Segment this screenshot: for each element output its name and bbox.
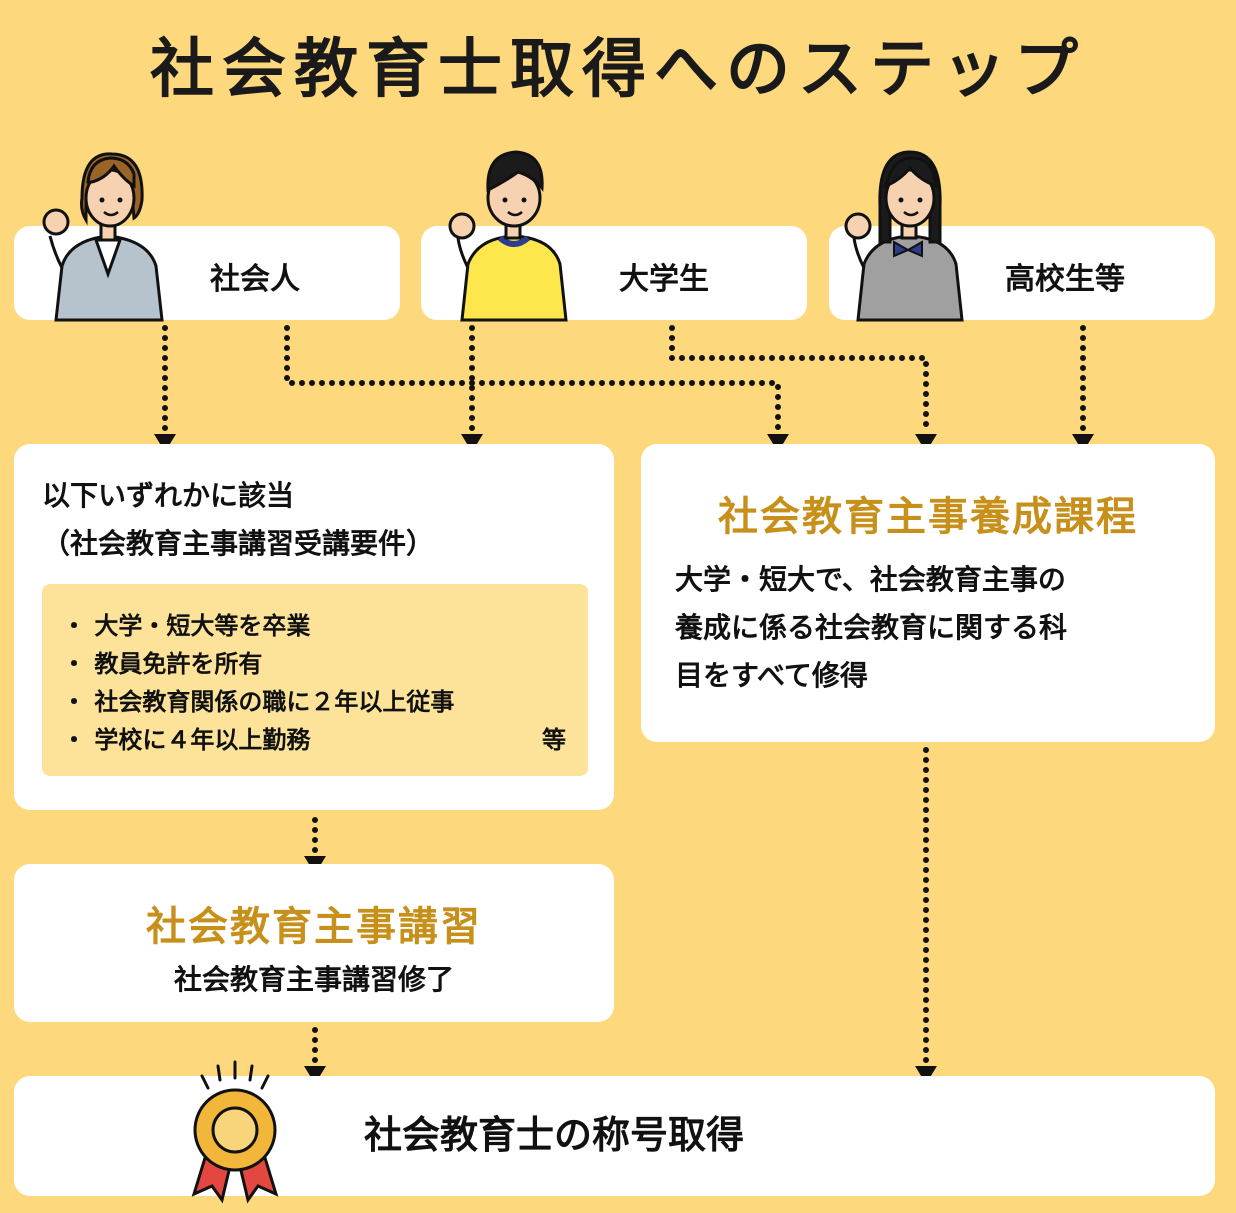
requirements-suffix: 等 [542, 726, 566, 754]
arrow-head [915, 1066, 937, 1084]
category-label: 高校生等 [1005, 262, 1125, 297]
connector-worker-program [284, 325, 781, 435]
list-item: ・ 社会教育関係の職に２年以上従事 [62, 688, 455, 716]
training-title: 社会教育主事講習 [146, 904, 482, 950]
training-description: 社会教育主事講習修了 [173, 963, 454, 996]
businesswoman-icon [42, 152, 164, 322]
schoolgirl-icon [844, 150, 964, 322]
program-card: 社会教育主事養成課程 大学・短大で、社会教育主事の 養成に係る社会教育に関する科… [641, 444, 1215, 742]
program-description-line: 目をすべて修得 [675, 659, 868, 692]
connector-student-program [669, 325, 929, 435]
arrow-head [1072, 434, 1094, 452]
program-description-line: 大学・短大で、社会教育主事の [675, 563, 1066, 596]
training-card: 社会教育主事講習 社会教育主事講習修了 [14, 864, 614, 1022]
list-item: ・ 学校に４年以上勤務 [62, 726, 311, 754]
list-item: ・ 大学・短大等を卒業 [62, 612, 311, 640]
arrow-head [767, 434, 789, 452]
page-title: 社会教育士取得へのステップ [150, 33, 1086, 107]
requirements-heading: 以下いずれかに該当 [42, 479, 295, 512]
program-description-line: 養成に係る社会教育に関する科 [675, 611, 1068, 644]
arrow-head [461, 434, 483, 452]
arrow-head [915, 434, 937, 452]
arrow-head [304, 1066, 326, 1084]
student-boy-icon [448, 150, 568, 322]
category-label: 大学生 [619, 262, 709, 297]
category-label: 社会人 [210, 262, 300, 297]
list-item: ・ 教員免許を所有 [62, 650, 263, 678]
arrow-head [154, 434, 176, 452]
program-title: 社会教育主事養成課程 [718, 494, 1138, 540]
requirements-list: ・ 大学・短大等を卒業 ・ 教員免許を所有 ・ 社会教育関係の職に２年以上従事 … [42, 584, 588, 776]
requirements-subheading: （社会教育主事講習受講要件） [42, 527, 435, 560]
result-label: 社会教育士の称号取得 [364, 1113, 745, 1157]
medal-icon [191, 1060, 279, 1204]
